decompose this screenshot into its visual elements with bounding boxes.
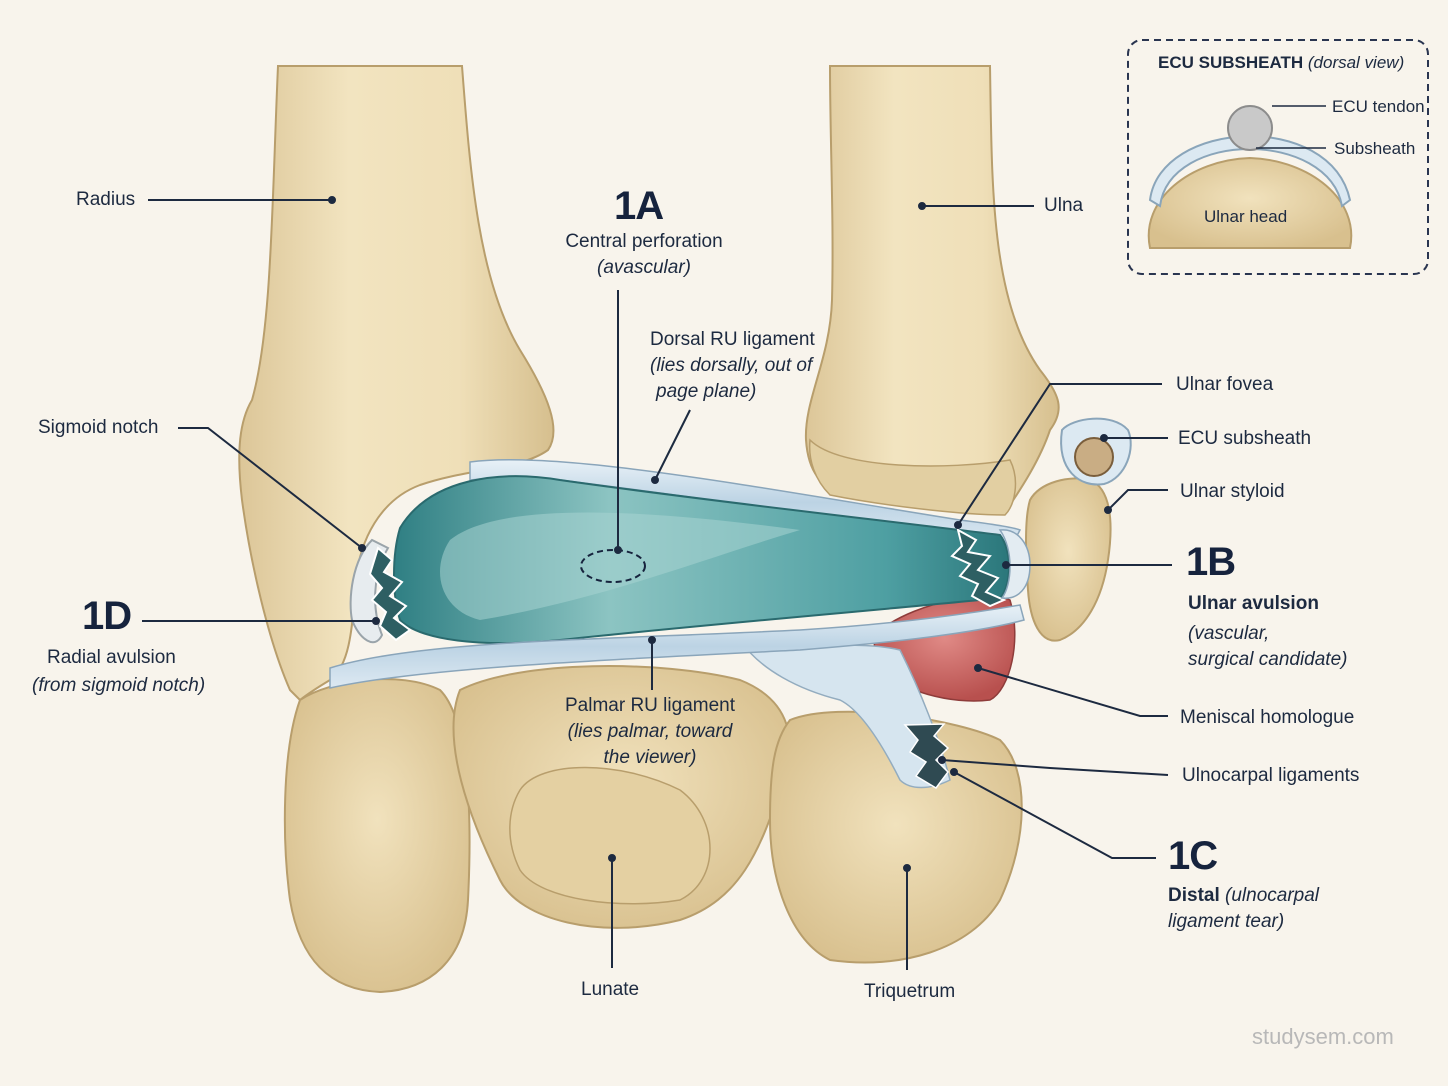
dorsal-ru-note-2: page plane): [656, 381, 757, 402]
radius-leader-dot: [328, 196, 336, 204]
ulnocarpal-ligaments-label: Ulnocarpal ligaments: [1182, 765, 1360, 786]
ulnar-fovea-leader: [957, 383, 1162, 526]
ulnar-styloid-leader: [1107, 489, 1168, 511]
palmar-ru-leader-dot: [648, 636, 656, 644]
inset-ecu-tendon: [1227, 105, 1273, 151]
inset-leaders: [1256, 105, 1326, 149]
perforation-leader-dot: [614, 546, 622, 554]
inset-title-main: ECU SUBSHEATH: [1158, 53, 1304, 72]
tear-1d-desc: Radial avulsion: [47, 647, 176, 668]
palmar-ru-ligament-band: [329, 604, 1025, 689]
ulna-leader-dot: [918, 202, 926, 210]
tear-1d-note: (from sigmoid notch): [32, 675, 206, 696]
inset-subsheath-arc: [1148, 135, 1352, 208]
tear-1a-desc: Central perforation: [565, 231, 723, 252]
tear-1b-code: 1B: [1186, 540, 1236, 584]
ulnar-fovea-leader-dot: [954, 521, 962, 529]
ecu-tendon-cross-section: [1074, 437, 1114, 477]
radial-avulsion-leader-dot: [372, 617, 380, 625]
tear-1c-desc: Distal (ulnocarpal: [1168, 884, 1319, 908]
ulnar-head-cap: [808, 438, 1017, 516]
ulnocarpal-ligaments-leader-dot: [938, 756, 946, 764]
triquetrum-leader-dot: [903, 864, 911, 872]
ulna-bone: [804, 65, 1060, 507]
tear-1b-note-2: surgical candidate): [1188, 649, 1348, 670]
ecu-subsheath-label: ECU subsheath: [1178, 428, 1312, 449]
central-perforation-marker: [580, 549, 646, 583]
ulnar-avulsion-tear: [950, 528, 1007, 608]
triquetrum-label: Triquetrum: [864, 981, 956, 1002]
tear-1d-code: 1D: [82, 594, 132, 638]
ulna-label: Ulna: [1044, 195, 1084, 216]
leader-lines: [142, 196, 1172, 970]
dorsal-ru-label: Dorsal RU ligament: [650, 329, 815, 350]
ulnar-avulsion-leader-dot: [1002, 561, 1010, 569]
ulnar-styloid-label: Ulnar styloid: [1180, 481, 1285, 502]
lunate-label: Lunate: [581, 979, 640, 1000]
lunate-leader-dot: [608, 854, 616, 862]
meniscal-homologue-label: Meniscal homologue: [1180, 707, 1355, 728]
tear-1a-code: 1A: [614, 184, 664, 228]
ulnar-styloid-leader-dot: [1104, 506, 1112, 514]
lunate-inner-facet: [509, 766, 711, 905]
palmar-ru-note-1: (lies palmar, toward: [567, 721, 733, 742]
sigmoid-notch-leader: [178, 427, 363, 549]
tear-1c-note-1: (ulnocarpal: [1225, 885, 1320, 906]
dorsal-ru-leader-dot: [651, 476, 659, 484]
tear-1c-note-2: ligament tear): [1168, 911, 1285, 932]
dorsal-ru-leader: [654, 409, 691, 481]
ulnar-styloid-bone: [1025, 477, 1112, 642]
tear-1c-code: 1C: [1168, 834, 1218, 878]
palmar-ru-label: Palmar RU ligament: [565, 695, 735, 716]
distal-tear-leader-dot: [950, 768, 958, 776]
radial-avulsion-tear: [368, 546, 412, 642]
tear-1b-note-1: (vascular,: [1188, 623, 1270, 644]
inset-title-suffix: (dorsal view): [1307, 53, 1405, 72]
tear-1a-note: (avascular): [597, 257, 691, 278]
meniscal-homologue-leader-dot: [974, 664, 982, 672]
sigmoid-notch-leader-dot: [358, 544, 366, 552]
radius-label: Radius: [76, 189, 136, 210]
distal-tear-leader: [953, 771, 1156, 859]
palmar-ru-note-2: the viewer): [603, 747, 697, 768]
ulnocarpal-ligament-tear: [903, 723, 950, 789]
sigmoid-notch-label: Sigmoid notch: [38, 417, 159, 438]
watermark: studysem.com: [1252, 1024, 1394, 1049]
ulnocarpal-ligament-band: [738, 638, 951, 789]
inset-title: ECU SUBSHEATH (dorsal view): [1158, 52, 1404, 73]
inset-subsheath-label: Subsheath: [1334, 139, 1416, 158]
ulnar-fovea-label: Ulnar fovea: [1176, 374, 1274, 395]
meniscal-homologue-leader: [977, 667, 1168, 717]
inset-ulnar-head-label: Ulnar head: [1204, 207, 1288, 226]
tear-1b-desc: Ulnar avulsion: [1188, 593, 1319, 614]
radius-bone: [238, 65, 555, 702]
tfcc-disc-highlight: [440, 512, 800, 620]
dorsal-ru-note-1: (lies dorsally, out of: [650, 355, 813, 376]
ulnocarpal-ligaments-leader: [941, 759, 1169, 776]
inset-ecu-tendon-label: ECU tendon: [1332, 97, 1425, 116]
ecu-subsheath-leader-dot: [1100, 434, 1108, 442]
tear-1c-title: Distal: [1168, 885, 1220, 906]
scaphoid-bone: [283, 678, 471, 994]
